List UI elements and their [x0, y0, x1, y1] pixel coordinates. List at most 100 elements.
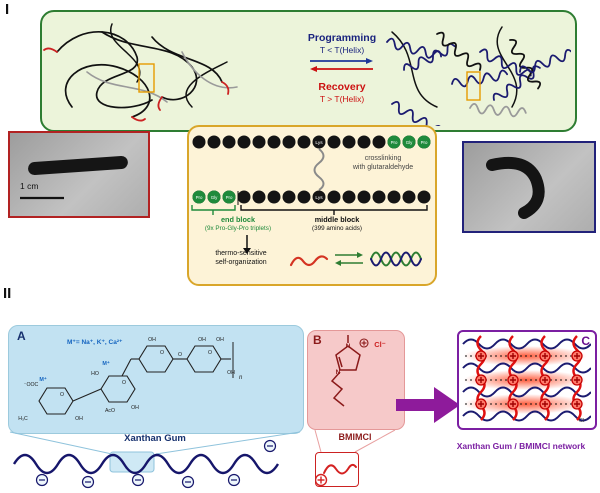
crosslinking-note-line2: with glutaraldehyde — [352, 163, 414, 171]
bmimcl-name: BMIMCl — [338, 432, 372, 442]
xanthan-chain-waves — [462, 338, 591, 422]
bridge-oxygen-label: O — [178, 352, 182, 358]
nitrogen-label: N — [336, 369, 341, 376]
lys-bead-label-top: Lys — [315, 140, 323, 146]
pro-bead-label: Pro — [226, 195, 233, 200]
xanthan-chain-schematic — [9, 431, 301, 489]
ring-oxygen-label: O — [208, 350, 212, 356]
scale-bar-label: 1 cm — [20, 181, 39, 191]
thermo-line1: thermo-sensitive — [215, 250, 267, 257]
end-block-subtitle: (9x Pro-Gly-Pro triplets) — [204, 224, 272, 232]
sugar-rings — [38, 342, 234, 415]
imidazolium-ring — [330, 335, 361, 407]
gly-bead-label: Gly — [406, 140, 413, 145]
helix-icon — [370, 251, 422, 267]
amorphous-network-tangle — [43, 23, 238, 122]
nitrogen-label: N — [346, 343, 351, 350]
oh-label: OH — [198, 337, 206, 343]
bmimcl-structure-box: B N N Cl⁻ — [307, 330, 405, 430]
protein-block-diagram: Lys Pro Gly Pro Pro Gly Pro Lys — [187, 125, 437, 286]
self-organization-scheme — [289, 251, 422, 267]
pro-bead-label: Pro — [196, 195, 203, 200]
xanthan-gum-name: Xanthan Gum — [124, 433, 186, 444]
oh-label: OH — [75, 416, 83, 422]
ring-oxygen-label: O — [122, 380, 126, 386]
xanthan-chemical-structure: OH OH OH OH O O O O O HO OH AcO OH ⁻OOC … — [18, 337, 243, 422]
counterion-note: M⁺= Na⁺, K⁺, Ca²⁺ — [67, 339, 123, 346]
positive-charge-icon — [316, 473, 328, 486]
highlight-segment-box-right — [466, 71, 481, 101]
random-coil-squiggle — [289, 255, 329, 267]
transition-labels: Programming T < T(Helix) Recovery T > T(… — [257, 32, 427, 105]
glutaraldehyde-crosslink-squiggle — [313, 148, 325, 191]
ring-oxygen-label: O — [160, 350, 164, 356]
ring-oxygen-label: O — [60, 392, 64, 398]
bmim-cation-squiggle — [316, 463, 357, 486]
down-arrow-icon — [243, 235, 251, 254]
positive-charge-icon — [359, 338, 369, 348]
photo-bent-gel — [462, 141, 596, 233]
oh-label: OH — [131, 405, 139, 411]
programming-title: Programming — [307, 32, 377, 44]
panel-1-label: I — [5, 1, 10, 18]
programming-condition: T < T(Helix) — [319, 45, 365, 56]
box-c-label: C — [581, 334, 590, 348]
straight-gel-rod — [28, 155, 128, 176]
methyl-label: H₃C — [18, 416, 28, 422]
recovery-title: Recovery — [318, 80, 366, 93]
end-block-caption: end block (9x Pro-Gly-Pro triplets) — [189, 215, 287, 232]
oh-label: OH — [148, 337, 156, 343]
equilibrium-arrows-icon — [310, 57, 373, 72]
xanthan-bmimcl-network-box: C — [457, 330, 597, 430]
highlight-segment-box-left — [138, 63, 155, 93]
crosslinking-note-line1: crosslinking — [364, 155, 402, 162]
reaction-arrow-icon — [396, 387, 460, 423]
repeat-unit-n-label: n — [239, 375, 243, 381]
panel-2-label: II — [3, 285, 12, 302]
pro-bead-label: Pro — [421, 140, 428, 145]
aco-label: AcO — [105, 408, 115, 414]
carboxylate-label: ⁻OOC — [24, 382, 39, 388]
counterion-labels: M⁺ M⁺ — [39, 361, 109, 383]
photo-straight-gel: 1 cm — [8, 131, 150, 218]
thermo-line2: self-organization — [215, 258, 267, 266]
box-b-label: B — [313, 333, 322, 347]
scale-bar-line — [20, 196, 64, 200]
middle-block-caption: middle block (399 amino acids) — [275, 215, 399, 232]
bent-gel-rod — [486, 156, 545, 219]
negative-charge-icons — [35, 439, 277, 489]
helix-network-bundle — [384, 26, 571, 126]
network-drawing: Cl⁻ — [462, 335, 591, 424]
crosslinking-note: crosslinking with glutaraldehyde — [335, 155, 431, 173]
middle-block-subtitle: (399 amino acids) — [311, 224, 363, 232]
xanthan-chain-wave — [12, 453, 280, 475]
bead-row-top: Lys Pro Gly Pro — [192, 135, 431, 149]
ho-label: HO — [91, 371, 99, 377]
mini-equilibrium-arrows-icon — [335, 252, 363, 266]
recovery-condition: T > T(Helix) — [319, 93, 365, 104]
oh-label: OH — [227, 370, 235, 376]
bmim-cation-schematic-box — [315, 452, 359, 487]
network-drawings — [43, 23, 571, 126]
ring-nitrogen-labels: N N — [336, 343, 351, 376]
xanthan-gum-structure-box: A OH OH OH OH O O O — [8, 325, 304, 434]
bead-row-bottom: Pro Gly Pro Lys — [192, 190, 431, 204]
pro-bead-label: Pro — [391, 140, 398, 145]
bmim-callout-lines — [314, 429, 396, 453]
network-transition-panel: Programming T < T(Helix) Recovery T > T(… — [40, 10, 577, 132]
m-plus-label: M⁺ — [102, 361, 109, 367]
box-a-label: A — [17, 329, 26, 343]
bead-chain-drawing: Lys Pro Gly Pro Pro Gly Pro Lys — [191, 135, 431, 254]
end-block-title: end block — [220, 215, 256, 224]
network-caption: Xanthan Gum / BMIMCl network — [456, 441, 586, 451]
thermo-sensitive-caption: thermo-sensitive self-organization — [193, 250, 289, 268]
chloride-label: Cl⁻ — [579, 418, 587, 424]
bmimcl-chemical-structure: N N Cl⁻ — [330, 335, 386, 407]
m-plus-label: M⁺ — [39, 377, 46, 383]
oh-label: OH — [216, 337, 224, 343]
chem-labels: OH OH OH OH O O O O O HO OH AcO OH ⁻OOC … — [18, 337, 235, 422]
lys-bead-label-bottom: Lys — [315, 195, 323, 201]
chloride-label: Cl⁻ — [374, 340, 386, 349]
block-brackets — [191, 191, 428, 215]
